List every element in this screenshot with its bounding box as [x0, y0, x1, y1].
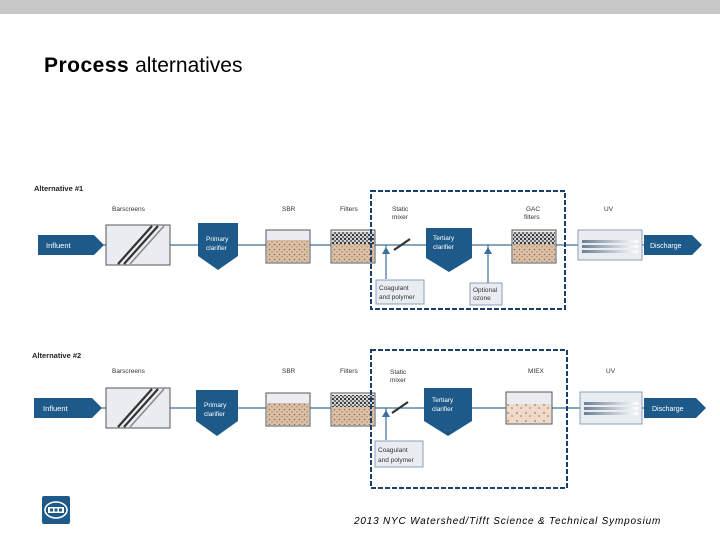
- alt1-ozone-box: Optional ozone: [469, 282, 503, 306]
- alt2-influent-arrow: [34, 398, 102, 418]
- alt1-influent-arrow: [38, 235, 104, 255]
- title-bold: Process: [44, 54, 130, 77]
- alt1-filters: [330, 229, 376, 264]
- alternative-2: Alternative #2 Influent Barscreens Prima…: [32, 349, 706, 489]
- alt1-dashed-frame: [370, 190, 566, 310]
- svg-text:Coagulant: Coagulant: [378, 447, 408, 454]
- process-diagram: Alternative #1 Influent Barscreens Prima…: [32, 184, 706, 489]
- top-bar: [0, 0, 720, 14]
- alt2-sbr-label: SBR: [282, 368, 296, 375]
- svg-text:clarifier: clarifier: [204, 411, 226, 418]
- svg-text:clarifier: clarifier: [432, 406, 454, 413]
- alt2-label: Alternative #2: [32, 351, 81, 360]
- alt1-discharge-label: Discharge: [650, 243, 682, 250]
- alt2-filters: [330, 392, 376, 427]
- alt2-filters-label: Filters: [340, 368, 358, 375]
- alt1-influent-label: Influent: [46, 241, 72, 250]
- footer-text: 2013 NYC Watershed/Tifft Science & Techn…: [354, 516, 662, 527]
- svg-text:Tertiary: Tertiary: [433, 235, 455, 242]
- svg-text:ozone: ozone: [473, 295, 491, 302]
- svg-text:clarifier: clarifier: [433, 244, 455, 251]
- alt2-static-mixer-label-2: mixer: [390, 377, 407, 384]
- svg-text:and polymer: and polymer: [379, 294, 416, 301]
- alt1-uv: [577, 229, 643, 261]
- alt2-barscreens-label: Barscreens: [112, 368, 146, 375]
- alt2-static-mixer: [391, 401, 409, 414]
- alt2-tertiary-clarifier: Tertiary clarifier: [424, 388, 472, 436]
- alt2-uv-label: UV: [606, 368, 616, 375]
- svg-text:Tertiary: Tertiary: [432, 397, 454, 404]
- alt2-miex-label: MIEX: [528, 368, 545, 375]
- svg-text:clarifier: clarifier: [206, 245, 228, 252]
- svg-text:Coagulant: Coagulant: [379, 285, 409, 292]
- alt2-discharge-label: Discharge: [652, 406, 684, 413]
- title-rest: alternatives: [135, 54, 243, 77]
- alt1-discharge-arrow: [644, 235, 702, 255]
- alt1-barscreens-label: Barscreens: [112, 206, 146, 213]
- alt2-primary-clarifier: Primary clarifier: [196, 390, 238, 436]
- alt1-filters-label: Filters: [340, 206, 358, 213]
- alt2-uv: [579, 391, 643, 425]
- alt1-sbr: [265, 229, 311, 264]
- alt1-static-mixer: [393, 238, 411, 251]
- alt2-discharge-arrow: [644, 398, 706, 418]
- slide-title: Process alternatives: [44, 54, 242, 78]
- svg-text:Primary: Primary: [204, 402, 227, 409]
- cdm-logo: [42, 496, 70, 524]
- alt2-static-mixer-label-1: Static: [390, 369, 407, 376]
- alt1-coagulant-box: Coagulant and polymer: [375, 279, 425, 305]
- alt1-sbr-label: SBR: [282, 206, 296, 213]
- svg-text:and polymer: and polymer: [378, 457, 415, 464]
- alt1-gac-label-1: GAC: [526, 206, 540, 213]
- svg-text:Optional: Optional: [473, 287, 498, 294]
- alt1-gac-label-2: filters: [524, 214, 540, 221]
- alt1-gac-filters: [511, 229, 557, 264]
- alt1-primary-clarifier: Primary clarifier: [198, 223, 238, 270]
- alternative-1: Alternative #1 Influent Barscreens Prima…: [34, 184, 702, 310]
- alt1-static-mixer-label-1: Static: [392, 206, 409, 213]
- alt2-barscreens: [105, 387, 171, 429]
- alt1-label: Alternative #1: [34, 184, 83, 193]
- alt1-static-mixer-label-2: mixer: [392, 214, 409, 221]
- alt2-influent-label: Influent: [43, 404, 69, 413]
- alt1-uv-label: UV: [604, 206, 614, 213]
- alt1-tertiary-clarifier: Tertiary clarifier: [426, 228, 472, 272]
- svg-text:Primary: Primary: [206, 236, 229, 243]
- alt2-coagulant-box: Coagulant and polymer: [374, 440, 424, 468]
- alt2-sbr: [265, 392, 311, 427]
- alt2-miex: [505, 391, 553, 425]
- alt2-dashed-frame: [370, 349, 568, 489]
